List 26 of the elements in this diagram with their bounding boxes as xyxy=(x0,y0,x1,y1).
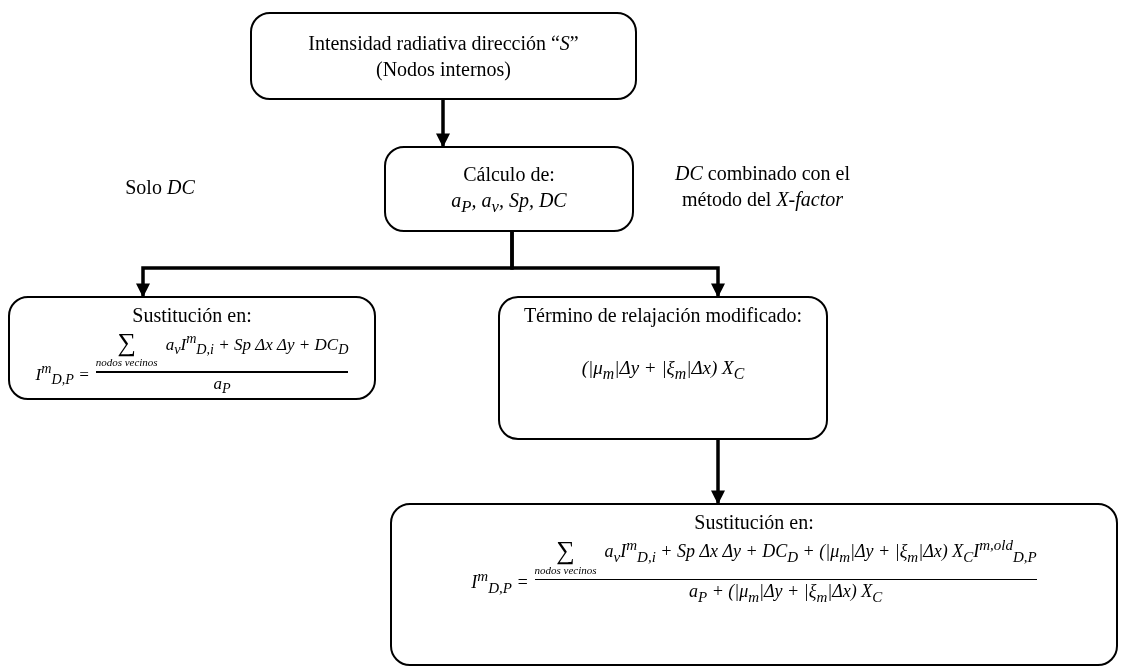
formula-lhs: I$^{m}$$_{D,P}$ = xyxy=(471,567,529,597)
box-heading: Cálculo de: xyxy=(463,161,555,187)
box-heading: Intensidad radiativa dirección “S” xyxy=(308,31,579,56)
arrow xyxy=(510,232,725,298)
fraction-numerator: a$_{v}$I$^{m}$$_{D,i}$ + Sp Δx Δy + DC$_{D}$ xyxy=(165,330,349,359)
formula: (|μ$_{m}$|Δy + |ξ$_{m}$|Δx) X$_{C}$ xyxy=(581,356,745,384)
formula-lhs: I$^{m}$$_{D,P}$ = xyxy=(35,360,90,389)
fraction-denominator: a$_{P}$ xyxy=(213,373,231,393)
summation-sign: ∑ xyxy=(556,537,575,564)
process-box xyxy=(8,296,376,400)
process-box xyxy=(384,146,634,232)
variable-list: a$_{P}$, a$_{v}$, Sp, DC xyxy=(451,186,567,218)
summation-sign: ∑ xyxy=(117,330,136,356)
process-box xyxy=(250,12,637,100)
branch-label: Solo DC xyxy=(124,175,196,200)
box-heading: Sustitución en: xyxy=(694,510,814,535)
arrow xyxy=(436,100,450,148)
branch-label: DC combinado con el método del X-factor xyxy=(674,161,851,212)
process-box xyxy=(390,503,1118,666)
process-box xyxy=(498,296,828,440)
box-subheading: (Nodos internos) xyxy=(376,57,511,82)
fraction-denominator: a$_{P}$ + (|μ$_{m}$|Δy + |ξ$_{m}$|Δx) X$_{C}$ xyxy=(688,581,883,602)
arrow xyxy=(711,440,725,505)
box-heading: Sustitución en: xyxy=(132,303,252,328)
summation-limit: nodos vecinos xyxy=(95,356,158,369)
box-heading: Término de relajación modificado: xyxy=(523,303,803,328)
